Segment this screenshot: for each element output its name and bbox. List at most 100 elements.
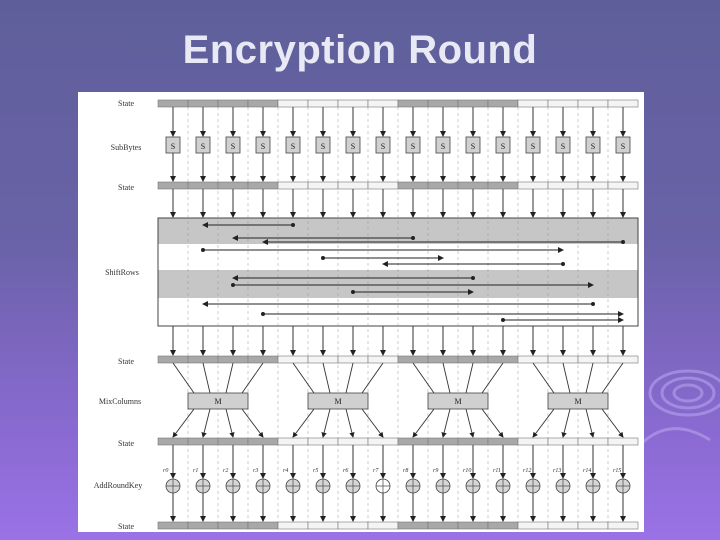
- sbox-label: S: [261, 142, 265, 151]
- mixcolumns-out-line: [465, 408, 475, 438]
- mixcolumns-out-line: [201, 408, 211, 438]
- state-cell: [427, 99, 459, 108]
- mixcolumns-in-line: [465, 362, 474, 394]
- mixcolumns-box-label: M: [574, 397, 581, 406]
- round-key-label: r11: [493, 468, 501, 474]
- round-key-label: r14: [583, 467, 591, 474]
- state-cell: [277, 99, 309, 108]
- slide-title: Encryption Round: [182, 28, 538, 72]
- state-cell: [397, 437, 429, 446]
- round-key-label: r0: [163, 468, 168, 474]
- mixcolumns-out-line: [361, 408, 384, 438]
- state-cell: [277, 355, 309, 364]
- state-cell: [217, 437, 249, 446]
- state-cell: [157, 181, 189, 190]
- state-cell: [427, 521, 459, 530]
- stage-label-state-3: State: [118, 357, 134, 366]
- mixcolumns-out-line: [532, 408, 555, 438]
- stage-label-shiftrows: ShiftRows: [105, 268, 139, 277]
- state-cell: [337, 355, 369, 364]
- mixcolumns-in-line: [481, 362, 504, 394]
- mixcolumns-out-line: [241, 408, 264, 438]
- state-cell: [547, 181, 579, 190]
- sbox-label: S: [471, 142, 475, 151]
- round-key-label: r6: [343, 468, 348, 474]
- round-key-label: r4: [283, 467, 288, 474]
- round-key-label: r8: [403, 468, 408, 474]
- stage-label-state-4: State: [118, 439, 134, 448]
- state-cell: [397, 355, 429, 364]
- state-cell: [247, 99, 279, 108]
- mixcolumns-box: [547, 392, 609, 410]
- round-key-label: r12: [523, 468, 531, 474]
- state-cell: [397, 521, 429, 530]
- mixcolumns-in-line: [442, 362, 451, 394]
- state-cell: [187, 355, 219, 364]
- round-key-label: r3: [253, 468, 258, 474]
- stage-label-mixcolumns: MixColumns: [99, 397, 141, 406]
- round-key-label: r2: [223, 468, 228, 474]
- state-cell: [547, 437, 579, 446]
- state-cell: [547, 521, 579, 530]
- state-cell: [157, 355, 189, 364]
- state-cell: [487, 181, 519, 190]
- diagram-canvas: State SubBytes State ShiftRows State Mix…: [94, 99, 639, 531]
- round-key-label: r9: [433, 468, 438, 474]
- state-cell: [457, 437, 489, 446]
- state-cell: [337, 99, 369, 108]
- state-cell: [457, 99, 489, 108]
- sbox-label: S: [411, 142, 415, 151]
- mixcolumns-in-line: [412, 362, 435, 394]
- mixcolumns-in-line: [585, 362, 594, 394]
- state-cell: [577, 181, 609, 190]
- mixcolumns-in-line: [172, 362, 195, 394]
- state-cell: [457, 355, 489, 364]
- mixcolumns-out-line: [481, 408, 504, 438]
- state-cell: [157, 99, 189, 108]
- mixcolumns-in-line: [601, 362, 624, 394]
- mixcolumns-out-line: [412, 408, 435, 438]
- state-cell: [337, 437, 369, 446]
- round-key-label: r1: [193, 468, 198, 474]
- state-cell: [217, 521, 249, 530]
- state-cell: [607, 437, 639, 446]
- state-cell: [187, 99, 219, 108]
- sbox-label: S: [201, 142, 205, 151]
- mixcolumns-box-label: M: [214, 397, 221, 406]
- round-key-label: r7: [373, 468, 379, 474]
- sbox-label: S: [441, 142, 445, 151]
- sbox-label: S: [291, 142, 295, 151]
- state-cell: [547, 99, 579, 108]
- state-cell: [247, 181, 279, 190]
- state-cell: [307, 181, 339, 190]
- state-cell: [397, 99, 429, 108]
- sbox-label: S: [591, 142, 595, 151]
- state-cell: [307, 437, 339, 446]
- state-cell: [187, 521, 219, 530]
- state-cell: [247, 355, 279, 364]
- mixcolumns-out-line: [321, 408, 331, 438]
- state-cell: [487, 355, 519, 364]
- state-cell: [517, 521, 549, 530]
- state-cell: [427, 437, 459, 446]
- state-cell: [577, 355, 609, 364]
- state-cell: [397, 181, 429, 190]
- state-cell: [517, 355, 549, 364]
- mixcolumns-out-line: [172, 408, 195, 438]
- mixcolumns-in-line: [361, 362, 384, 394]
- state-cell: [517, 181, 549, 190]
- state-cell: [157, 521, 189, 530]
- sbox-label: S: [351, 142, 355, 151]
- mixcolumns-out-line: [292, 408, 315, 438]
- mixcolumns-box: [187, 392, 249, 410]
- state-cell: [367, 437, 399, 446]
- mixcolumns-box: [307, 392, 369, 410]
- aes-encryption-round-diagram: State SubBytes State ShiftRows State Mix…: [78, 92, 644, 532]
- state-cell: [217, 181, 249, 190]
- state-cell: [577, 437, 609, 446]
- decorative-swirl-icon: [638, 369, 720, 447]
- round-key-label: r10: [463, 468, 471, 474]
- state-cell: [277, 437, 309, 446]
- state-cell: [247, 437, 279, 446]
- state-cell: [307, 355, 339, 364]
